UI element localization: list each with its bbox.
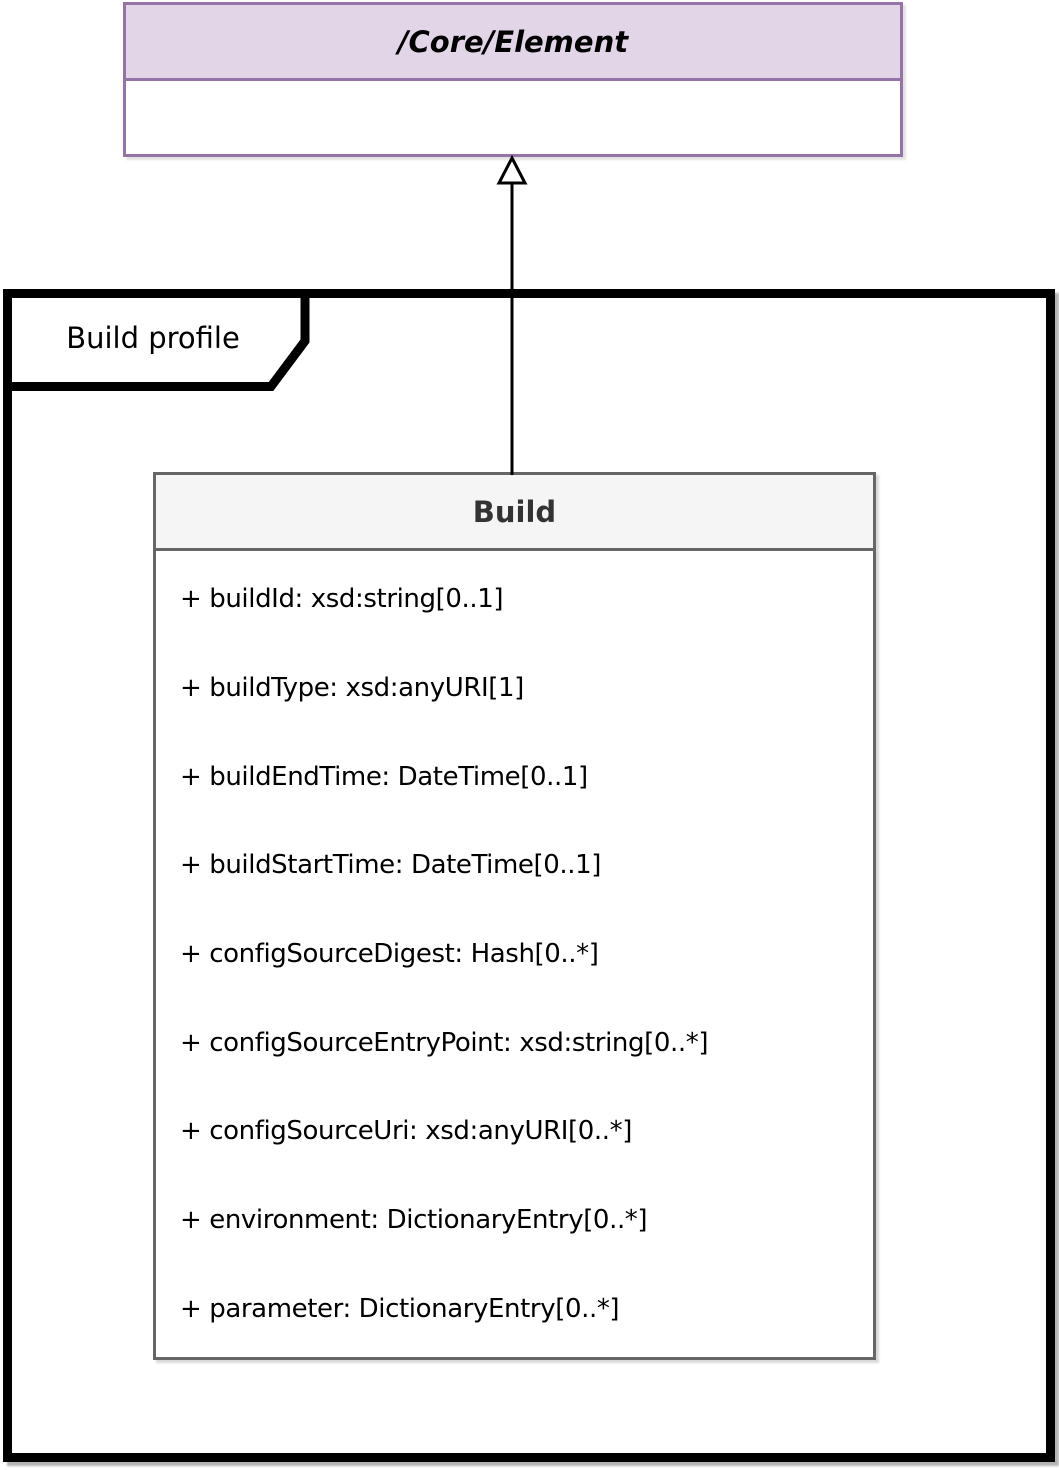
class-attribute: + buildId: xsd:string[0..1] (180, 584, 504, 615)
frame-label: Build profile (66, 321, 240, 355)
class-attribute: + configSourceEntryPoint: xsd:string[0..… (180, 1027, 709, 1058)
class-attribute: + environment: DictionaryEntry[0..*] (180, 1205, 648, 1236)
class-attribute: + buildType: xsd:anyURI[1] (180, 673, 524, 703)
class-attribute: + configSourceUri: xsd:anyURI[0..*] (180, 1116, 632, 1147)
class-attribute: + configSourceDigest: Hash[0..*] (180, 939, 599, 970)
class-attribute: + buildEndTime: DateTime[0..1] (180, 761, 588, 792)
frame-tab-shape (3, 289, 310, 391)
class-core-element-header: /Core/Element (126, 5, 900, 81)
class-core-element-body (126, 81, 900, 154)
generalization-arrow-icon (496, 155, 528, 475)
class-attribute: + buildStartTime: DateTime[0..1] (180, 850, 602, 881)
class-attribute: + parameter: DictionaryEntry[0..*] (180, 1293, 620, 1324)
class-core-element-title: /Core/Element (397, 24, 629, 59)
class-core-element: /Core/Element (123, 2, 903, 157)
class-build: Build + buildId: xsd:string[0..1]+ build… (153, 472, 876, 1360)
class-build-title: Build (472, 494, 557, 529)
class-build-header: Build (156, 475, 873, 551)
class-build-attributes: + buildId: xsd:string[0..1] + buildType: … (156, 551, 873, 1357)
